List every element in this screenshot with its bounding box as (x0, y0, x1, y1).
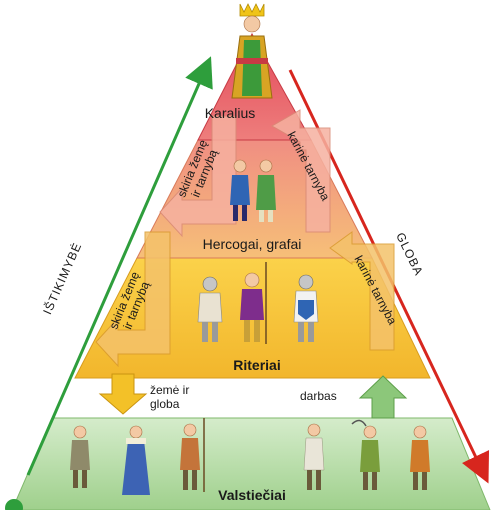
land-protection-line1: žemė ir (150, 383, 189, 397)
level-peasants-label: Valstiečiai (218, 487, 286, 503)
king-figure (231, 3, 273, 99)
dukes-figures (230, 159, 276, 222)
level-dukes-label: Hercogai, grafai (203, 236, 302, 252)
level-knights-label: Riteriai (233, 357, 280, 373)
peasants-figures (70, 418, 430, 495)
work-label: darbas (300, 389, 337, 403)
grant-arrow-mid (95, 231, 171, 368)
level-king-label: Karalius (205, 105, 256, 121)
protection-label: GLOBA (393, 230, 426, 278)
loyalty-label: IŠTIKIMYBĖ (39, 240, 84, 317)
military-arrow-top (270, 109, 331, 233)
work-arrow (358, 375, 408, 419)
knights-figures (197, 262, 319, 344)
land-protection-arrow (98, 373, 148, 415)
loyalty-arrow (26, 56, 213, 476)
military-arrow-mid (329, 231, 395, 351)
land-protection-line2: globa (150, 397, 180, 411)
